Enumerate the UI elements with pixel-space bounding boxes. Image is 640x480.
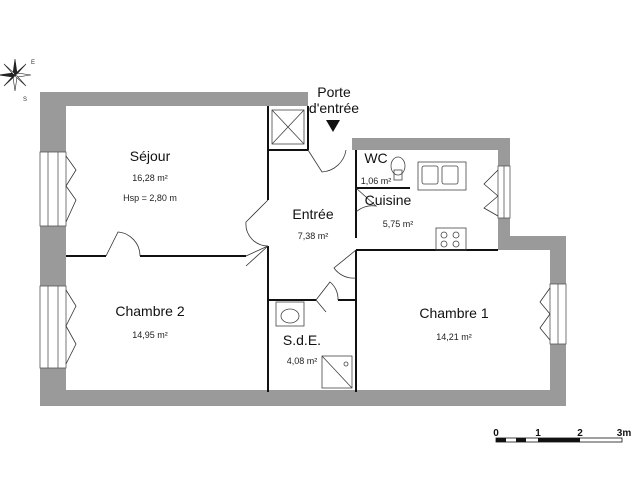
room-area-entree: 7,38 m² [298, 231, 329, 241]
room-area-chambre1: 14,21 m² [436, 332, 472, 342]
doors[interactable] [105, 149, 378, 313]
shower-icon [321, 355, 353, 389]
room-area-sejour: 16,28 m² [132, 173, 168, 183]
room-area-chambre2: 14,95 m² [132, 330, 168, 340]
room-name-sde: S.d.E. [283, 332, 321, 348]
exterior-walls [40, 92, 566, 406]
scale-tick-2: 2 [577, 428, 583, 439]
scale-tick-0: 0 [493, 428, 499, 439]
entrance-label-line2: d'entrée [309, 100, 359, 116]
compass-label-s: S [23, 97, 27, 103]
room-area-cuisine: 5,75 m² [383, 219, 414, 229]
washbasin-icon [275, 301, 305, 327]
room-area-sde: 4,08 m² [287, 356, 318, 366]
stove-icon [435, 227, 467, 251]
room-name-wc: WC [364, 150, 387, 166]
windows [39, 151, 567, 369]
room-area-wc: 1,06 m² [361, 176, 392, 186]
kitchen-sink-icon [417, 161, 467, 191]
room-name-sejour: Séjour [130, 148, 171, 164]
room-height-sejour: Hsp = 2,80 m [123, 193, 177, 203]
interior-partitions [66, 106, 498, 392]
room-name-entree: Entrée [292, 206, 333, 222]
scale-bar: 0 1 2 3m [493, 428, 632, 443]
closet-icon [271, 109, 305, 145]
compass-rose-icon: E S [0, 58, 35, 103]
window-swings [65, 155, 551, 365]
compass-label-e: E [31, 60, 35, 66]
entrance-arrow-icon [326, 120, 340, 132]
room-name-cuisine: Cuisine [365, 192, 412, 208]
toilet-icon [390, 156, 406, 181]
room-name-chambre2: Chambre 2 [115, 303, 184, 319]
scale-tick-1: 1 [535, 428, 541, 439]
entrance-label-line1: Porte [317, 84, 351, 100]
room-name-chambre1: Chambre 1 [419, 305, 488, 321]
scale-tick-3: 3m [617, 428, 632, 439]
